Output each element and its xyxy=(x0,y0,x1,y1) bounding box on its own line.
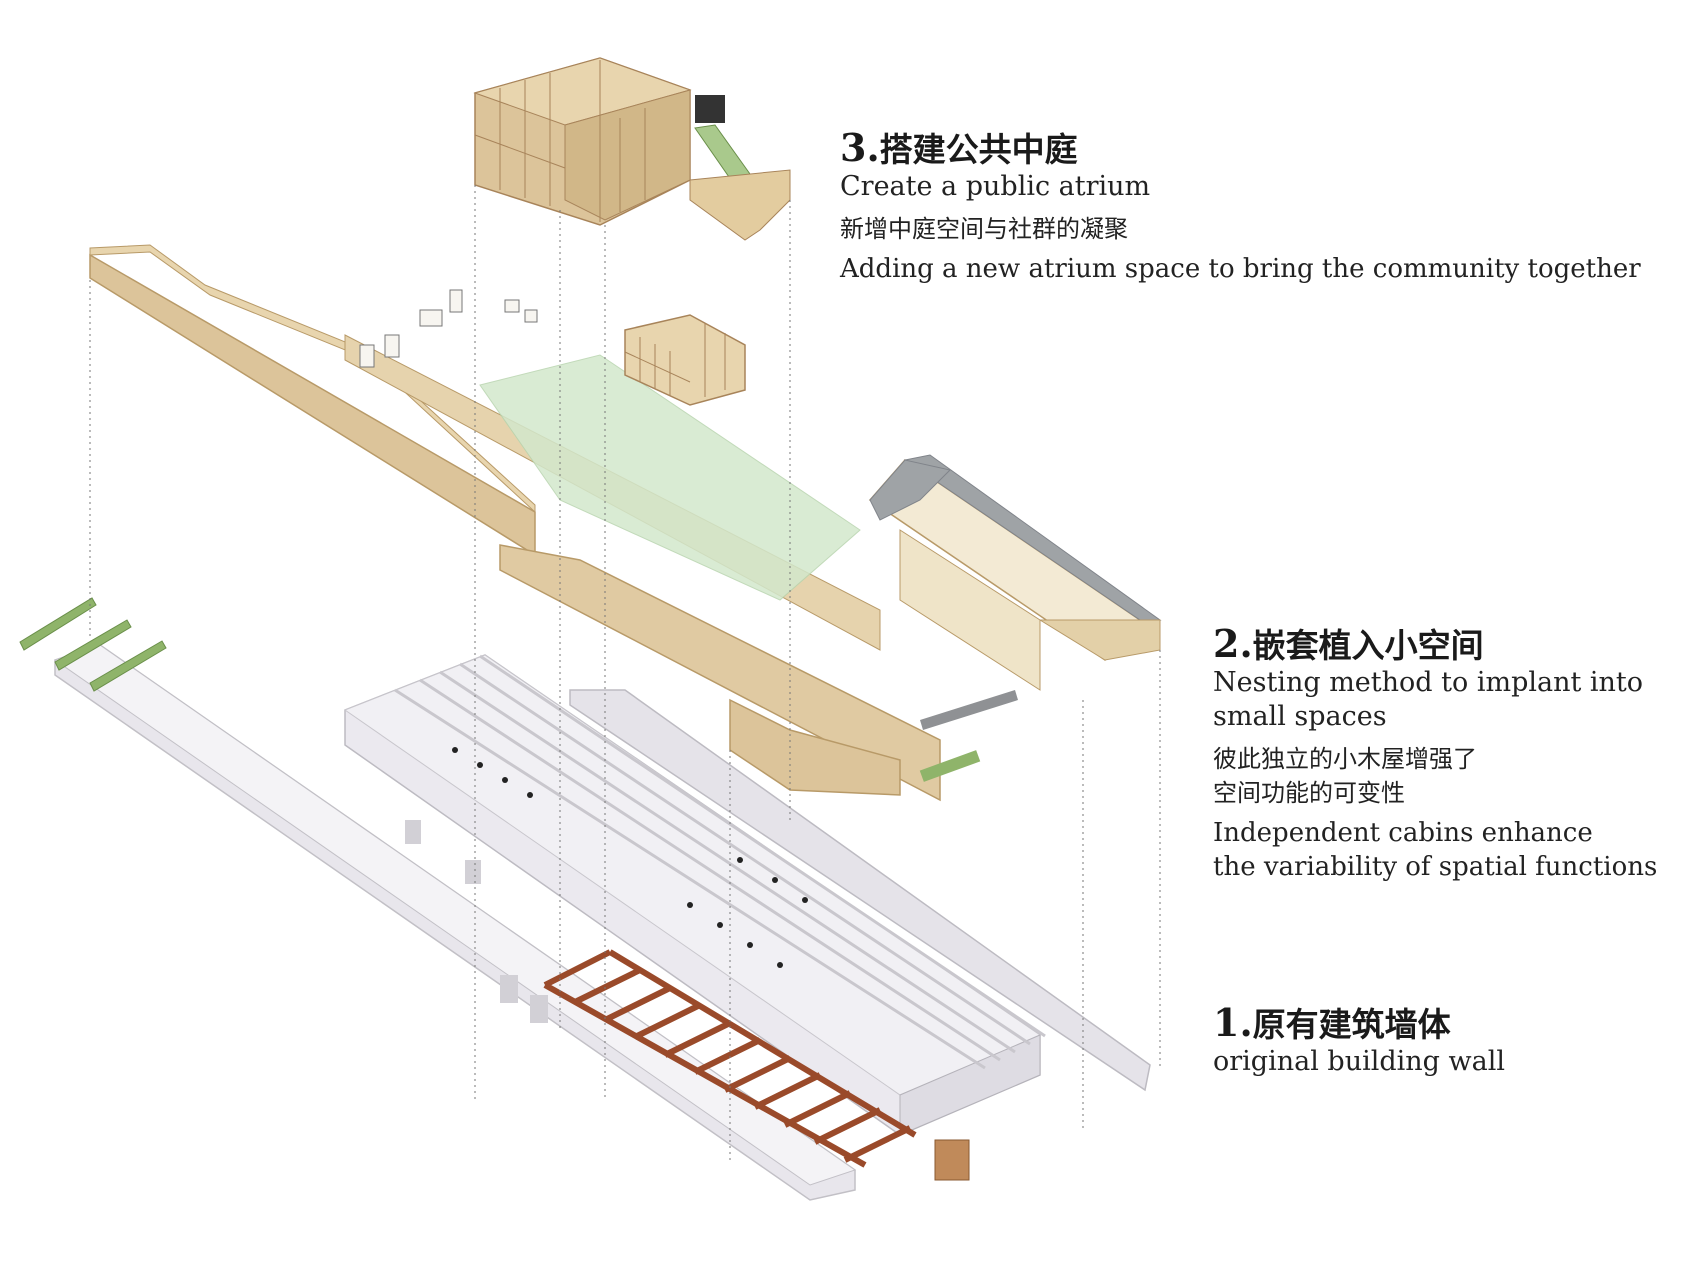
step-3-subtitle: Create a public atrium xyxy=(840,171,1151,202)
layer-3-public-atrium xyxy=(473,57,791,241)
layer-2-nested-cabins xyxy=(89,244,1162,802)
atrium-timber-grid xyxy=(474,60,646,222)
dark-doorway xyxy=(695,95,725,123)
step-1-label: 1.原有建筑墙体 original building wall xyxy=(1213,1003,1505,1079)
step-3-description-en: Adding a new atrium space to bring the c… xyxy=(840,254,1641,284)
signboard xyxy=(934,1139,970,1181)
right-long-wall xyxy=(569,689,1151,1092)
wall-openings xyxy=(405,820,548,1023)
step-2-description-en-line-2: the variability of spatial functions xyxy=(1213,852,1658,882)
lattice-cabin xyxy=(624,314,746,406)
step-1-subtitle: original building wall xyxy=(1213,1046,1506,1077)
layer-1-original-walls xyxy=(19,597,1151,1201)
step-2-subtitle-line-1: Nesting method to implant into xyxy=(1213,667,1644,698)
step-3-label: 3.搭建公共中庭 Create a public atrium 新增中庭空间与社… xyxy=(840,128,1641,286)
green-planter xyxy=(919,750,981,782)
atrium-pavilion-side xyxy=(564,89,691,221)
green-beams xyxy=(19,597,167,692)
step-2-description-zh-line-2: 空间功能的可变性 xyxy=(1213,779,1405,807)
pendant-lamps xyxy=(452,747,808,968)
projection-lines xyxy=(89,185,1161,1160)
deck-platform xyxy=(689,169,791,241)
grey-roof-house xyxy=(868,454,1162,691)
end-wall xyxy=(899,1034,1041,1136)
left-shelf-top xyxy=(89,244,536,514)
step-2-description-zh-line-1: 彼此独立的小木屋增强了 xyxy=(1213,745,1477,773)
atrium-glass-floor xyxy=(479,354,861,601)
art-frames xyxy=(359,289,538,368)
step-2-subtitle-line-2: small spaces xyxy=(1213,701,1387,732)
step-2-label: 2.嵌套植入小空间 Nesting method to implant into… xyxy=(1213,624,1657,884)
step-1-title: 1.原有建筑墙体 xyxy=(1213,1000,1451,1045)
grey-bench xyxy=(920,690,1018,730)
step-2-description-en-line-1: Independent cabins enhance xyxy=(1213,818,1593,848)
step-2-title: 2.嵌套植入小空间 xyxy=(1213,621,1484,666)
roof-beams xyxy=(394,654,1046,1070)
rust-trellis xyxy=(543,949,917,1168)
step-3-description-zh: 新增中庭空间与社群的凝聚 xyxy=(840,215,1128,243)
step-3-title: 3.搭建公共中庭 xyxy=(840,125,1078,170)
